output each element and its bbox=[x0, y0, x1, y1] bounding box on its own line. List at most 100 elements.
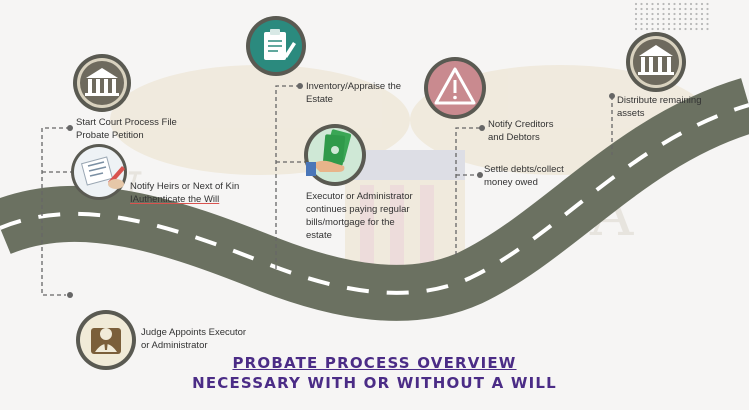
grid-dot bbox=[706, 12, 709, 16]
grid-dot bbox=[651, 12, 654, 16]
grid-dot bbox=[645, 27, 649, 31]
grid-dot bbox=[678, 12, 682, 16]
step-judge-appoints: Judge Appoints Executor or Administrator bbox=[141, 327, 247, 351]
grid-dot bbox=[695, 22, 698, 26]
grid-dot bbox=[695, 2, 698, 6]
courthouse-icon bbox=[626, 32, 686, 92]
grid-dot bbox=[667, 12, 671, 16]
grid-dot bbox=[706, 7, 709, 11]
grid-dot bbox=[667, 2, 671, 6]
grid-dot bbox=[678, 22, 682, 26]
grid-dot bbox=[700, 17, 704, 21]
grid-dot bbox=[634, 27, 638, 31]
grid-dot bbox=[656, 27, 660, 31]
grid-dot bbox=[678, 7, 682, 11]
grid-dot bbox=[695, 27, 698, 31]
grid-dot bbox=[656, 7, 660, 11]
grid-dot bbox=[678, 27, 682, 31]
grid-dot bbox=[689, 27, 693, 31]
grid-dot bbox=[640, 17, 643, 21]
grid-dot bbox=[689, 17, 693, 21]
clipboard-checklist-icon bbox=[246, 16, 306, 76]
grid-dot bbox=[645, 12, 649, 16]
grid-dot bbox=[700, 7, 704, 11]
grid-dot bbox=[667, 27, 671, 31]
road bbox=[0, 78, 749, 321]
grid-dot bbox=[662, 22, 665, 26]
grid-dot bbox=[656, 2, 660, 6]
connector-left bbox=[41, 127, 70, 296]
document-signing-icon bbox=[71, 144, 127, 200]
grid-dot bbox=[651, 7, 654, 11]
grid-dot bbox=[667, 22, 671, 26]
grid-dot bbox=[673, 22, 676, 26]
money-hand-icon bbox=[304, 124, 366, 186]
grid-dot bbox=[695, 12, 698, 16]
grid-dot bbox=[678, 2, 682, 6]
grid-dot bbox=[684, 2, 687, 6]
grid-dot bbox=[651, 17, 654, 21]
executor-person-icon bbox=[76, 310, 136, 370]
grid-dot bbox=[689, 12, 693, 16]
grid-dot bbox=[700, 27, 704, 31]
grid-dot bbox=[651, 22, 654, 26]
grid-dot bbox=[684, 7, 687, 11]
grid-dot bbox=[640, 2, 643, 6]
warning-triangle-icon bbox=[424, 57, 486, 119]
connector-dots bbox=[67, 83, 615, 298]
grid-dot bbox=[667, 7, 671, 11]
step-inventory-appraise: Inventory/Appraise the Estate bbox=[306, 81, 402, 105]
step-start-court-process: Start Court Process File Probate Petitio… bbox=[76, 117, 177, 141]
grid-dot bbox=[645, 2, 649, 6]
grid-dot bbox=[662, 27, 665, 31]
grid-dot bbox=[634, 22, 638, 26]
grid-dot bbox=[689, 7, 693, 11]
grid-dot bbox=[673, 2, 676, 6]
grid-dot bbox=[640, 27, 643, 31]
grid-dot bbox=[667, 17, 671, 21]
grid-dot bbox=[656, 22, 660, 26]
grid-dot bbox=[662, 2, 665, 6]
grid-dot bbox=[684, 12, 687, 16]
grid-dot bbox=[684, 27, 687, 31]
grid-dot bbox=[695, 17, 698, 21]
grid-dot bbox=[700, 12, 704, 16]
step-settle-debts: Settle debts/collect money owed bbox=[484, 164, 564, 188]
grid-dot bbox=[673, 12, 676, 16]
grid-dot bbox=[695, 7, 698, 11]
grid-dot bbox=[700, 2, 704, 6]
grid-dot bbox=[640, 22, 643, 26]
step-notify-heirs: Notify Heirs or Next of Kin IAuthenticat… bbox=[130, 181, 240, 205]
grid-dot bbox=[689, 2, 693, 6]
grid-dot bbox=[645, 22, 649, 26]
grid-dot bbox=[673, 17, 676, 21]
diagram-title: PROBATE PROCESS OVERVIEW bbox=[232, 354, 517, 372]
grid-dot bbox=[689, 22, 693, 26]
connector-inventory bbox=[275, 85, 300, 272]
grid-dot bbox=[645, 17, 649, 21]
grid-dot bbox=[678, 17, 682, 21]
grid-dot bbox=[640, 7, 643, 11]
grid-dot bbox=[684, 22, 687, 26]
grid-dot bbox=[634, 7, 638, 11]
grid-dot bbox=[673, 27, 676, 31]
grid-dot bbox=[706, 27, 709, 31]
connector-creditors bbox=[455, 127, 480, 258]
dot-grid-decoration bbox=[634, 2, 709, 31]
grid-dot bbox=[645, 7, 649, 11]
connectors bbox=[41, 85, 613, 296]
step-notify-creditors: Notify Creditors and Debtors bbox=[488, 119, 554, 143]
grid-dot bbox=[640, 12, 643, 16]
step-distribute-assets: Distribute remaining assets bbox=[617, 95, 702, 119]
grid-dot bbox=[706, 22, 709, 26]
grid-dot bbox=[706, 17, 709, 21]
grid-dot bbox=[673, 7, 676, 11]
grid-dot bbox=[662, 12, 665, 16]
grid-dot bbox=[656, 12, 660, 16]
courthouse-icon bbox=[73, 54, 131, 112]
grid-dot bbox=[634, 17, 638, 21]
grid-dot bbox=[684, 17, 687, 21]
grid-dot bbox=[651, 27, 654, 31]
grid-dot bbox=[656, 17, 660, 21]
grid-dot bbox=[662, 7, 665, 11]
